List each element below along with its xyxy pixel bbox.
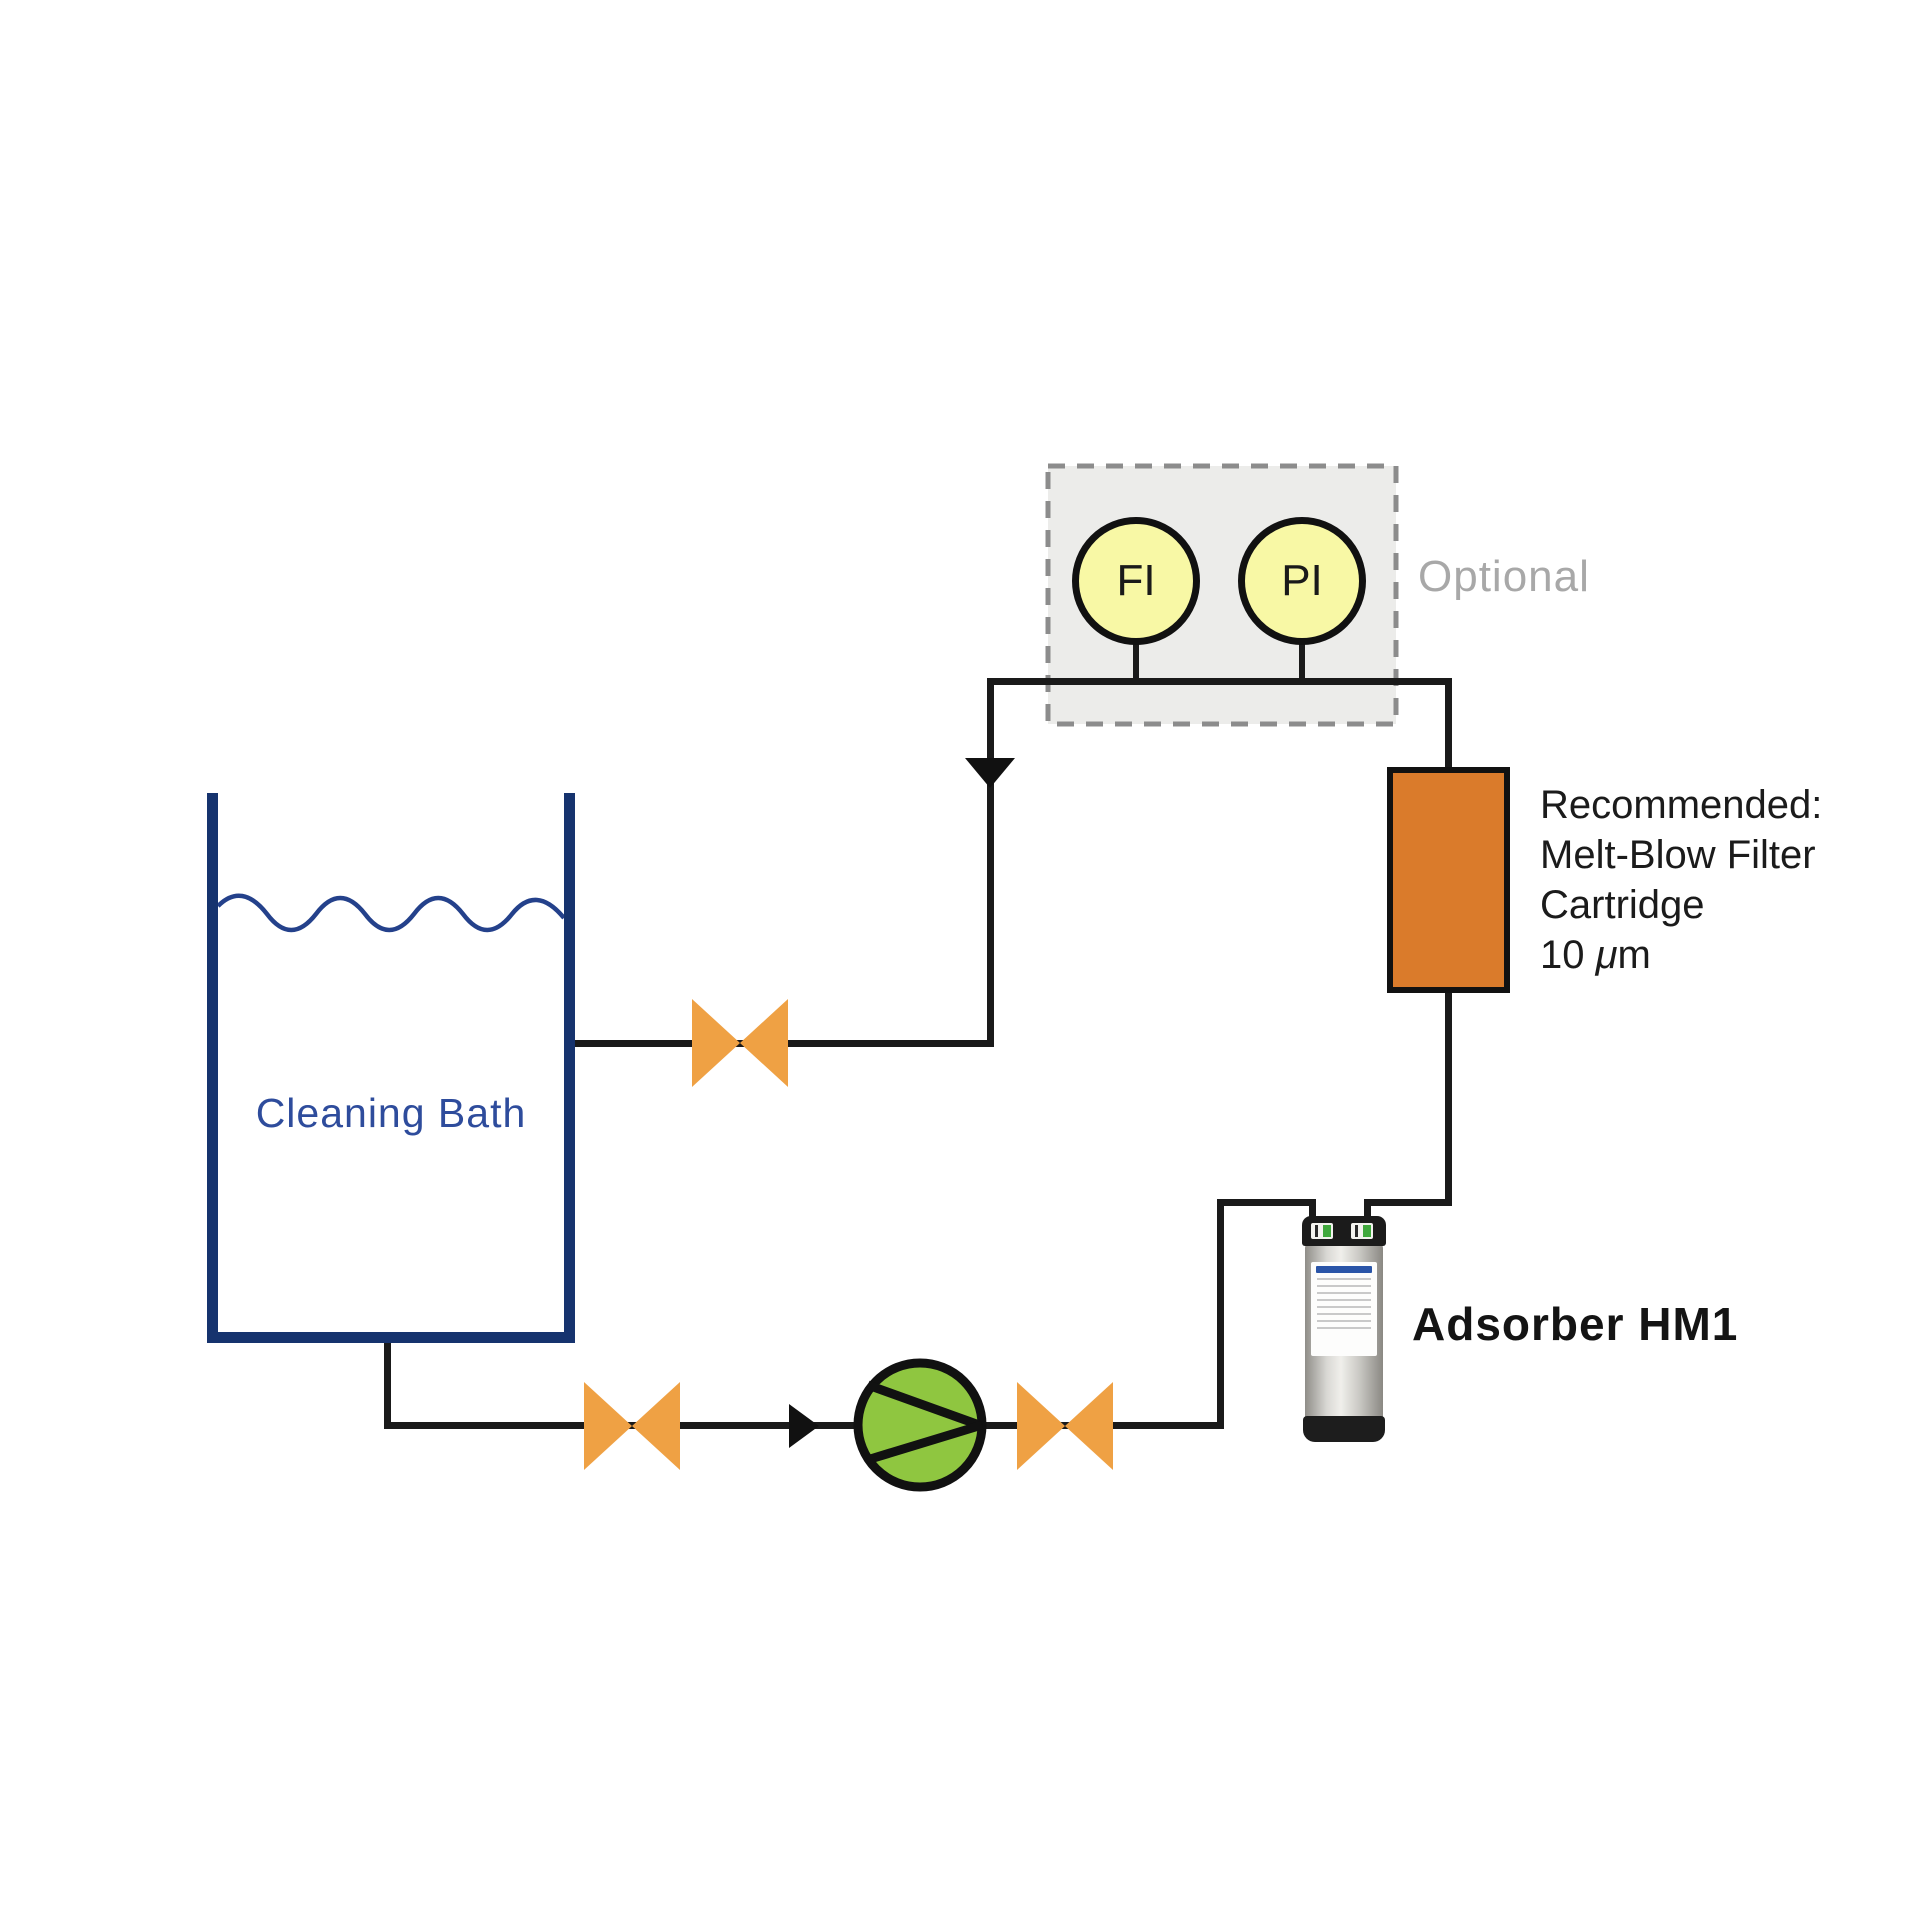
pi-gauge-stem (1299, 640, 1305, 685)
canister-label (1311, 1262, 1377, 1356)
canister-base (1303, 1416, 1385, 1442)
pipe-tank-outlet (384, 1338, 391, 1429)
filter-note-line-4: 10 μm (1540, 933, 1651, 977)
pipe-adsorber-outlet-h (1364, 1199, 1452, 1206)
pipe-pump-discharge-riser (1217, 1199, 1224, 1429)
adsorber-canister (1302, 1216, 1386, 1442)
filter-note: Recommended: Melt-Blow Filter Cartridge … (1540, 780, 1822, 980)
flow-arrow-right-icon (789, 1404, 819, 1448)
pipe-filter-inlet (1445, 985, 1452, 1206)
flow-arrow-down-icon (965, 758, 1015, 788)
valve-pump-discharge-icon (1017, 1382, 1113, 1470)
valve-tank-outlet-icon (584, 1382, 680, 1470)
pipe-adsorber-outlet-port (1364, 1199, 1371, 1225)
tank-label: Cleaning Bath (255, 1090, 527, 1136)
canister-cap (1302, 1216, 1386, 1246)
filter-note-line-2: Melt-Blow Filter (1540, 833, 1816, 877)
filter-note-line-3: Cartridge (1540, 883, 1705, 927)
canister-cap-window-right (1351, 1223, 1373, 1239)
pi-gauge: PI (1238, 517, 1366, 645)
filter-cartridge (1387, 767, 1510, 993)
optional-label: Optional (1418, 552, 1590, 601)
fi-gauge: FI (1072, 517, 1200, 645)
pipe-return-riser (987, 678, 994, 1047)
valve-tank-return-icon (692, 999, 788, 1087)
pump-icon (853, 1358, 987, 1492)
adsorber-label: Adsorber HM1 (1412, 1298, 1739, 1350)
pi-gauge-label: PI (1281, 556, 1323, 605)
pipe-adsorber-inlet-port (1309, 1199, 1316, 1225)
canister-cap-window-left (1311, 1223, 1333, 1239)
pipe-filter-outlet (1445, 681, 1452, 776)
cleaning-bath-tank: Cleaning Bath (207, 793, 575, 1343)
fi-gauge-label: FI (1116, 556, 1156, 605)
pipe-instrument-header (990, 678, 1452, 685)
filter-note-line-1: Recommended: (1540, 783, 1823, 827)
water-surface-wave-icon (218, 893, 564, 933)
pipe-adsorber-inlet-h (1220, 1199, 1315, 1206)
fi-gauge-stem (1133, 640, 1139, 685)
